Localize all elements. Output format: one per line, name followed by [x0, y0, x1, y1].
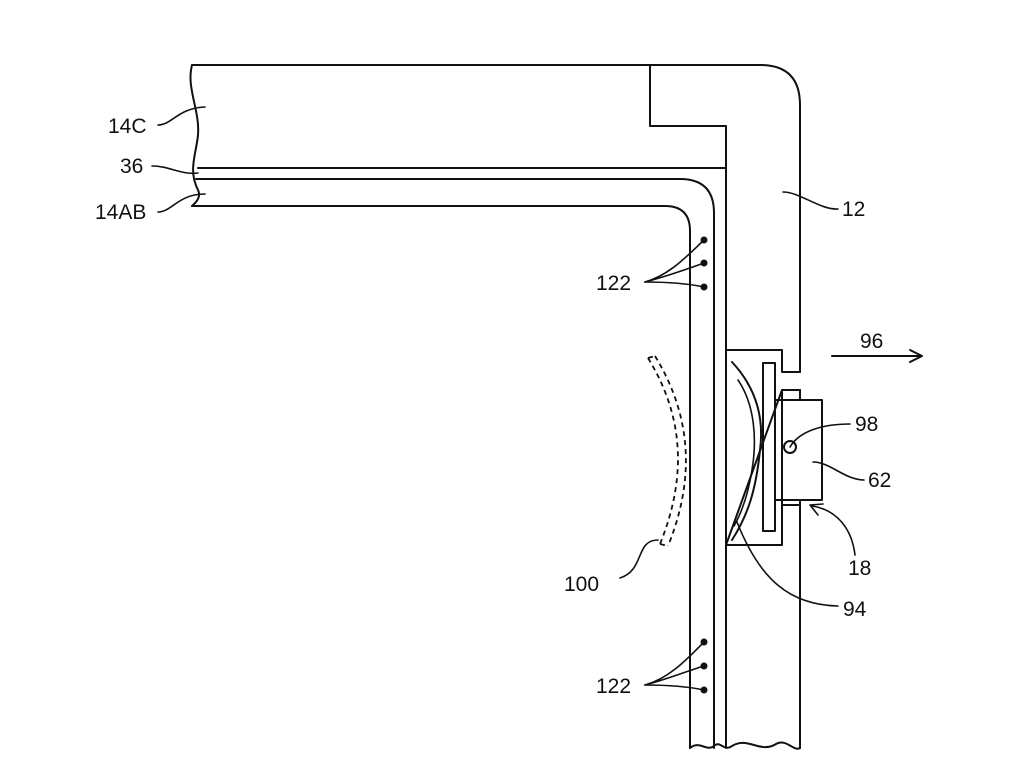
ref-label-98: 98	[855, 413, 878, 436]
leader-122-lower-b	[644, 665, 705, 686]
region-100-cap-bottom	[659, 543, 669, 547]
leader-122-upper-b	[644, 262, 705, 283]
leader-14ab	[157, 193, 206, 213]
break-line-bottom	[689, 741, 801, 750]
leader-122-upper-a	[644, 239, 705, 283]
button-slot	[762, 362, 776, 532]
ref-label-96: 96	[860, 330, 883, 353]
housing-outer-edge	[191, 64, 801, 373]
leader-12	[782, 191, 839, 210]
arrow-96-head	[909, 349, 923, 363]
ref-label-36: 36	[120, 155, 143, 178]
hole-98	[783, 440, 797, 454]
region-100	[647, 355, 687, 547]
button-assembly-18	[725, 349, 823, 546]
arrowhead-18	[809, 503, 824, 516]
layer-36-inner	[195, 178, 715, 749]
layer-14ab-bottom	[191, 205, 691, 749]
ref-label-12: 12	[842, 198, 865, 221]
region-100-outer	[647, 357, 679, 545]
ref-label-14ab: 14AB	[95, 201, 146, 224]
leader-14c	[157, 106, 206, 126]
ref-label-18: 18	[848, 557, 871, 580]
break-line-left	[189, 64, 201, 207]
ref-label-100: 100	[564, 573, 599, 596]
direction-arrow-96	[831, 349, 923, 363]
leader-94	[736, 521, 839, 607]
leader-18	[811, 505, 856, 556]
display-layers	[191, 167, 727, 749]
leader-122-lower-c	[644, 684, 705, 691]
leader-98	[789, 423, 851, 448]
ref-label-14c: 14C	[108, 115, 147, 138]
lens-94	[731, 361, 763, 541]
ref-label-122-upper: 122	[596, 272, 631, 295]
region-100-cap-top	[647, 355, 656, 359]
leader-62	[812, 461, 865, 481]
leader-122-upper-c	[644, 281, 705, 288]
leader-36	[151, 165, 199, 175]
ref-label-94: 94	[843, 598, 867, 621]
leader-122-lower-a	[644, 641, 705, 686]
ref-label-62: 62	[868, 469, 891, 492]
leader-100	[619, 539, 659, 579]
ref-label-122-lower: 122	[596, 675, 631, 698]
button-neck	[781, 389, 801, 506]
housing-inner-notch	[649, 64, 727, 169]
region-100-inner	[654, 355, 687, 547]
button-cap-62	[774, 399, 823, 501]
sensor-dots-lower	[644, 638, 708, 694]
lens-94-inner	[733, 379, 756, 527]
sensor-dots-upper	[644, 236, 708, 291]
housing-12	[191, 64, 801, 749]
